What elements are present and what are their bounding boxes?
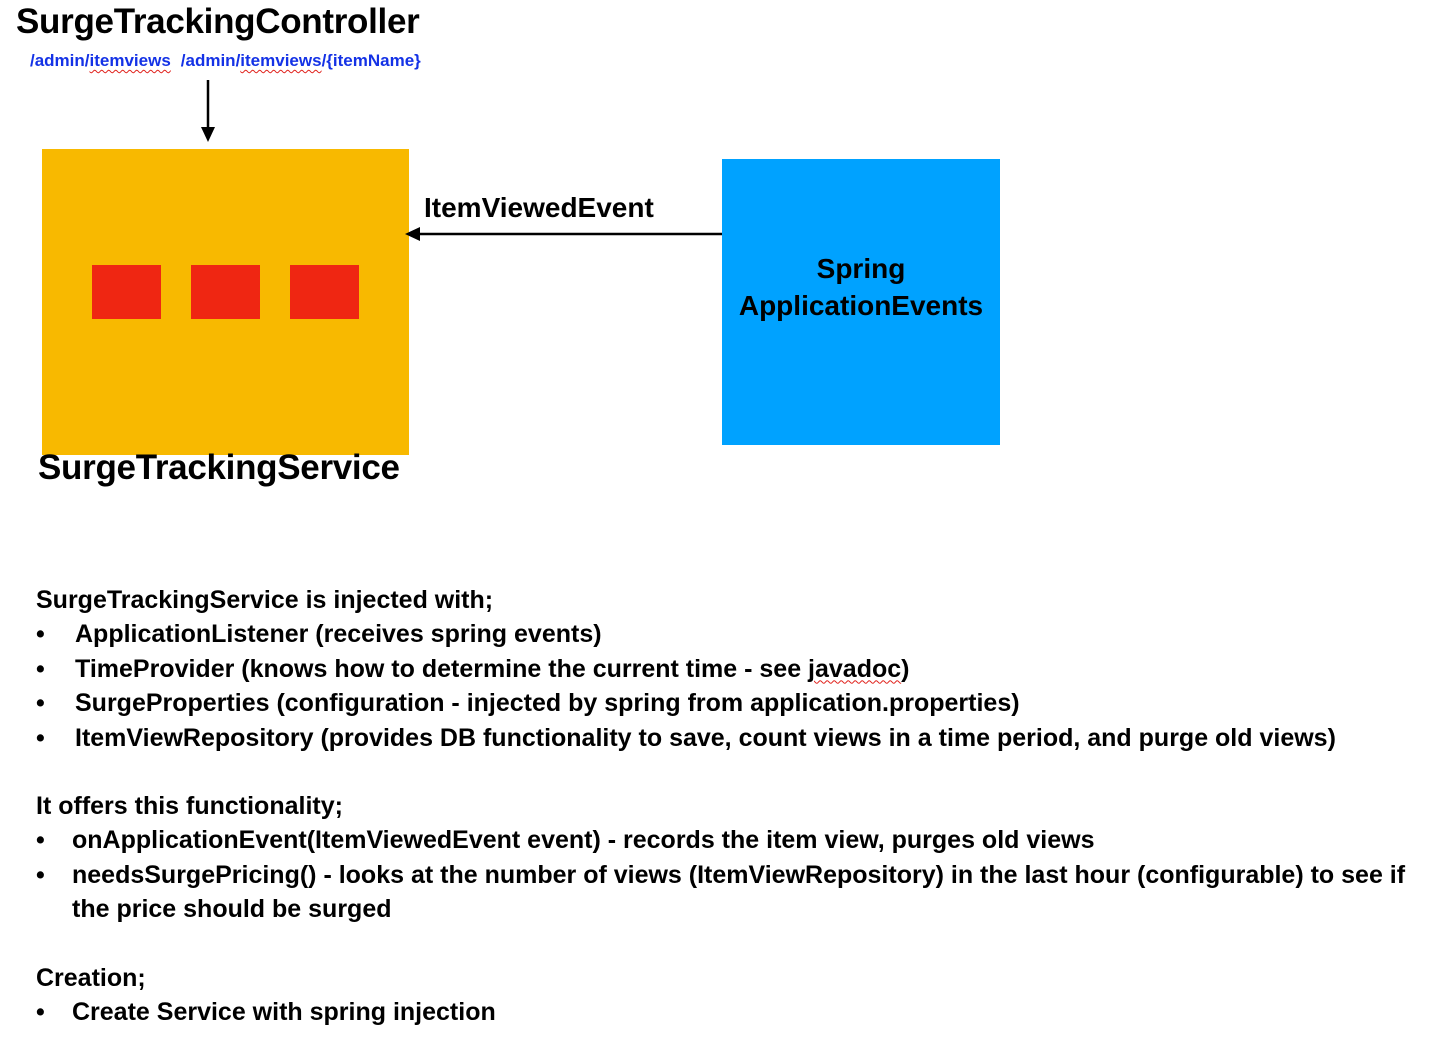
bullet: • bbox=[36, 723, 45, 752]
bullet: • bbox=[36, 997, 45, 1026]
functionality-list: •onApplicationEvent(ItemViewedEvent even… bbox=[36, 823, 1446, 927]
endpoint-item-views: /admin/itemviews bbox=[30, 51, 171, 70]
surge-tracking-service-box bbox=[42, 149, 409, 455]
creation-list: •Create Service with spring injection bbox=[36, 995, 1446, 1030]
injected-list: •ApplicationListener (receives spring ev… bbox=[36, 617, 1446, 755]
list-item: •onApplicationEvent(ItemViewedEvent even… bbox=[36, 823, 1446, 858]
endpoint-item-views-by-name: /admin/itemviews/{itemName} bbox=[180, 51, 421, 70]
service-description: SurgeTrackingService is injected with; •… bbox=[36, 583, 1446, 1029]
list-item: •TimeProvider (knows how to determine th… bbox=[36, 652, 1446, 687]
bullet: • bbox=[36, 620, 45, 648]
service-label: SurgeTrackingService bbox=[38, 448, 400, 487]
creation-heading: Creation; bbox=[36, 963, 146, 992]
list-item: •Create Service with spring injection bbox=[36, 995, 1446, 1030]
bullet: • bbox=[36, 654, 45, 683]
injected-heading: SurgeTrackingService is injected with; bbox=[36, 586, 494, 614]
list-item: •SurgeProperties (configuration - inject… bbox=[36, 686, 1446, 721]
list-item: •ApplicationListener (receives spring ev… bbox=[36, 617, 1446, 652]
spring-application-events-box: Spring ApplicationEvents bbox=[722, 159, 1000, 445]
bullet: • bbox=[36, 860, 45, 889]
spring-label-line2: ApplicationEvents bbox=[738, 290, 984, 321]
list-item: •needsSurgePricing() - looks at the numb… bbox=[36, 858, 1446, 927]
functionality-heading: It offers this functionality; bbox=[36, 792, 343, 820]
controller-title: SurgeTrackingController bbox=[16, 2, 420, 41]
event-arrow-label: ItemViewedEvent bbox=[424, 192, 654, 223]
list-item: •ItemViewRepository (provides DB functio… bbox=[36, 721, 1446, 756]
bullet: • bbox=[36, 826, 45, 854]
service-component-block bbox=[290, 265, 359, 319]
service-component-block bbox=[191, 265, 260, 319]
spring-label-line1: Spring bbox=[816, 253, 906, 284]
event-to-service-arrow bbox=[405, 227, 722, 241]
controller-to-service-arrow bbox=[201, 80, 215, 142]
service-component-block bbox=[92, 265, 161, 319]
controller-endpoints: /admin/itemviews/admin/itemviews/{itemNa… bbox=[30, 51, 421, 71]
bullet: • bbox=[36, 689, 45, 717]
